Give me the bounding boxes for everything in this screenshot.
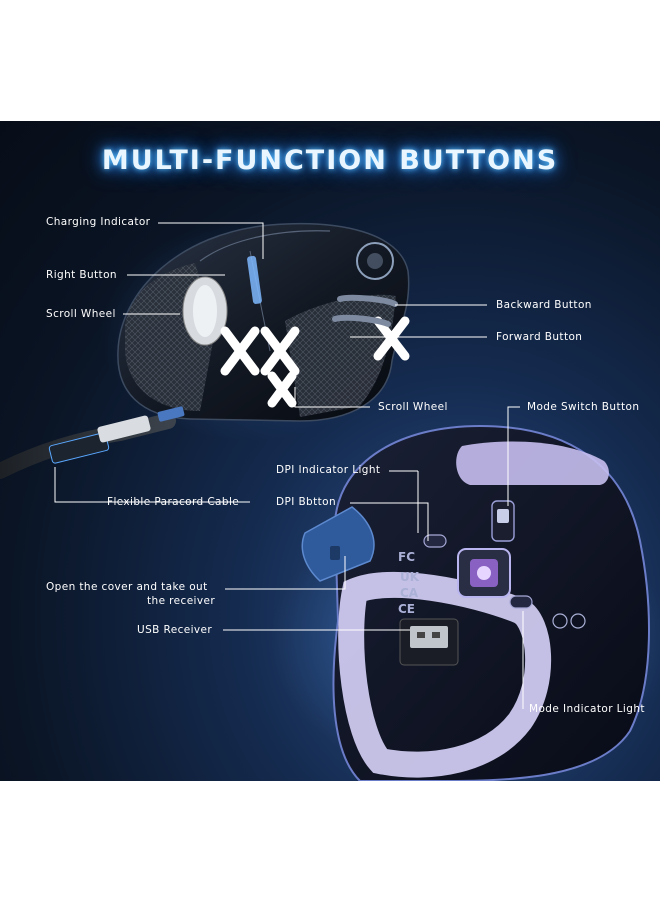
callout-mode-indicator-light: Mode Indicator Light [529,703,645,715]
svg-text:CA: CA [400,586,419,600]
callout-open-cover-line1: Open the cover and take out [46,581,208,593]
receiver-cover [301,506,375,582]
svg-text:CE: CE [398,602,415,616]
product-infographic-panel: FC UK CA CE [0,121,660,781]
callout-scroll-wheel: Scroll Wheel [46,308,116,320]
svg-text:UK: UK [400,570,420,584]
callout-forward-button: Forward Button [496,331,583,343]
mouse-top-view [0,222,410,479]
callout-dpi-indicator-light: DPI Indicator Light [276,464,381,476]
callout-usb-receiver: USB Receiver [137,624,213,636]
callout-right-button: Right Button [46,269,117,281]
mouse-bottom-view: FC UK CA CE [332,424,650,781]
callout-dpi-button: DPI Bbtton [276,496,337,508]
callout-flexible-cable: Flexible Paracord Cable [107,496,240,508]
callout-charging-indicator: Charging Indicator [46,216,151,228]
callout-open-cover-line2: the receiver [147,595,216,607]
leader-lines [54,222,524,709]
callout-mode-switch-button: Mode Switch Button [527,401,640,413]
svg-text:FC: FC [398,550,415,564]
page-title: MULTI-FUNCTION BUTTONS [101,145,559,176]
callout-backward-button: Backward Button [496,299,592,311]
mouse-illustration: FC UK CA CE [0,221,660,781]
callout-scroll-wheel-bottom: Scroll Wheel [378,401,448,413]
